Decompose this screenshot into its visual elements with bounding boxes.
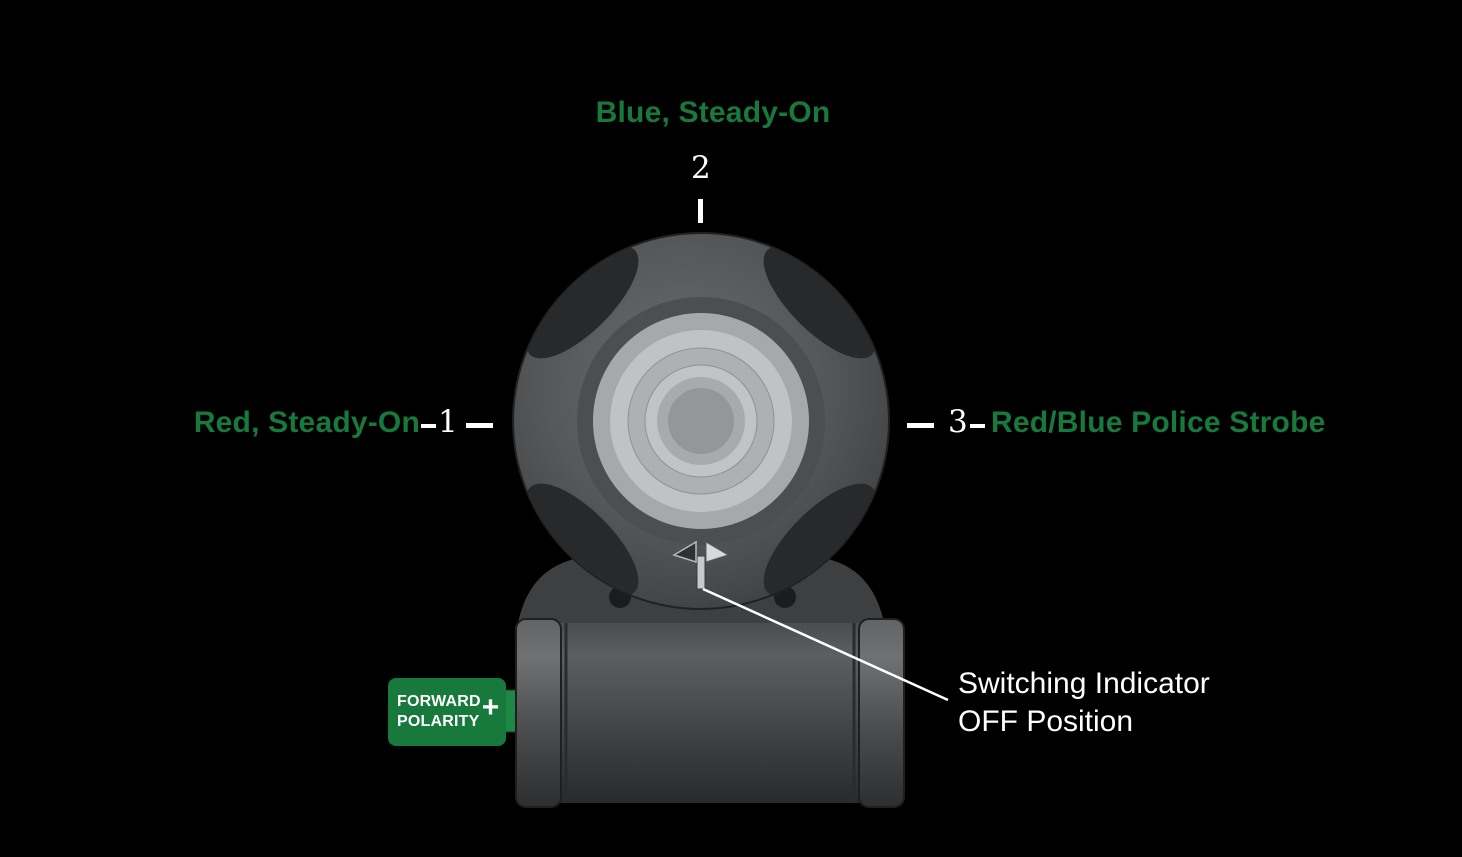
tick-position-3	[907, 423, 934, 428]
mount-right-cap	[858, 618, 905, 808]
switching-indicator	[672, 540, 730, 590]
mount-left-cap	[515, 618, 562, 808]
forward-polarity-line2: POLARITY	[397, 713, 480, 730]
bezel-scallops	[525, 245, 877, 597]
label-red-steady-on: Red, Steady-On	[193, 406, 420, 439]
dash-position-3	[970, 424, 985, 428]
position-number-3: 3	[948, 404, 968, 440]
label-blue-steady-on: Blue, Steady-On	[595, 96, 831, 129]
position-number-1: 1	[438, 404, 458, 440]
label-red-blue-police-strobe: Red/Blue Police Strobe	[991, 406, 1326, 439]
forward-polarity-text: FORWARD POLARITY	[397, 692, 481, 731]
position-number-2: 2	[691, 150, 711, 186]
plus-icon: +	[481, 691, 500, 724]
lens	[593, 313, 809, 529]
mount-tube	[553, 623, 867, 803]
light-head	[512, 232, 890, 610]
callout-switching-indicator-line2: OFF Position	[958, 705, 1134, 738]
tick-position-1	[466, 423, 493, 428]
forward-polarity-line1: FORWARD	[397, 693, 481, 711]
callout-leader-line	[702, 587, 949, 702]
dash-position-1	[421, 424, 436, 428]
tick-position-2	[698, 199, 703, 223]
forward-polarity-badge: FORWARD POLARITY +	[388, 678, 506, 746]
callout-switching-indicator-line1: Switching Indicator	[958, 667, 1210, 700]
